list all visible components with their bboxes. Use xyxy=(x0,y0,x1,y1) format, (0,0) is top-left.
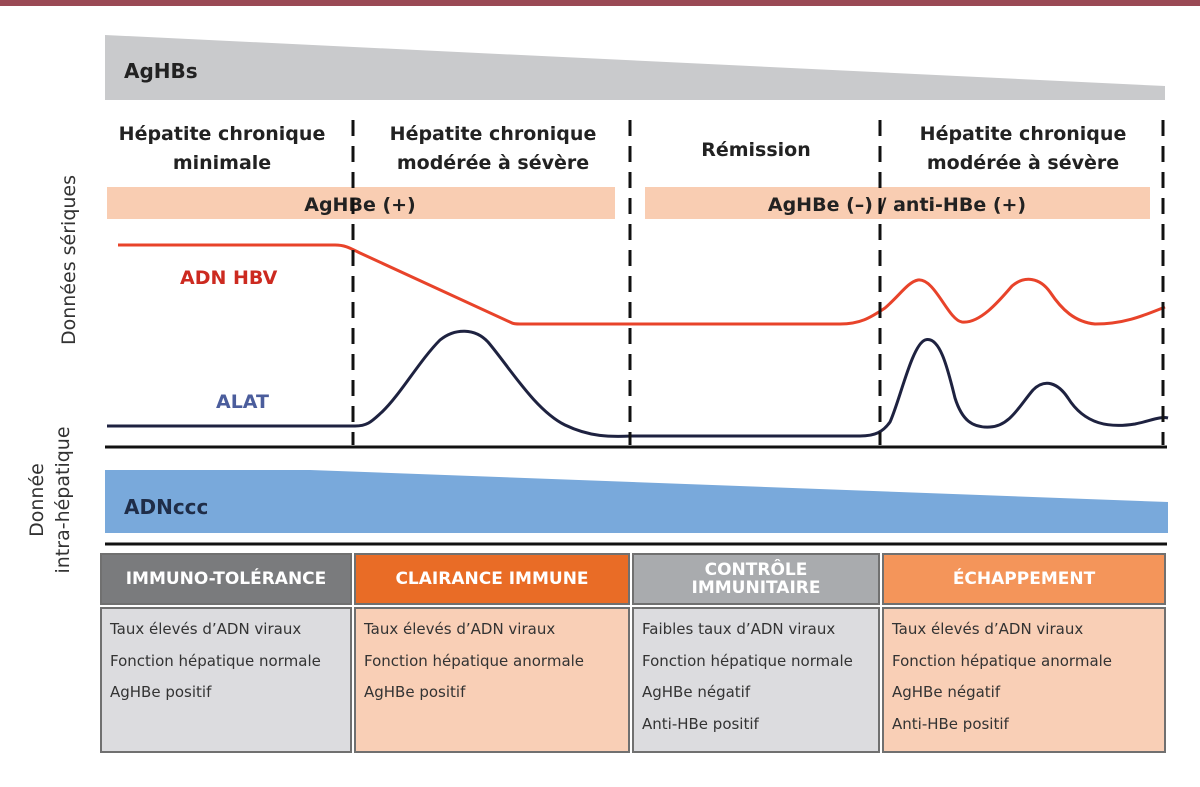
phase-controle-immunitaire: CONTRÔLE IMMUNITAIRE Faibles taux d’ADN … xyxy=(632,553,880,753)
phase-line: Taux élevés d’ADN viraux xyxy=(892,620,1084,638)
phase-line: Fonction hépatique anormale xyxy=(892,651,1113,670)
phase-controle-immunitaire-body: Faibles taux d’ADN viraux Fonction hépat… xyxy=(632,607,880,753)
period-3-title: Rémission xyxy=(701,139,811,161)
phase-controle-immunitaire-title-line1: CONTRÔLE xyxy=(704,560,808,580)
phase-line: Fonction hépatique normale xyxy=(110,651,321,670)
adnccc-band xyxy=(105,470,1168,533)
phase-line: Taux élevés d’ADN viraux xyxy=(364,620,556,638)
phase-clairance-immune-header: CLAIRANCE IMMUNE xyxy=(354,553,630,605)
liver-axis-label-line2: intra-hépatique xyxy=(52,426,74,573)
phase-line: Anti-HBe positif xyxy=(642,714,759,733)
phase-echappement-body: Taux élevés d’ADN viraux Fonction hépati… xyxy=(882,607,1166,753)
phase-clairance-immune-title: CLAIRANCE IMMUNE xyxy=(395,569,589,589)
phase-controle-immunitaire-title-line2: IMMUNITAIRE xyxy=(691,578,821,598)
phase-line: AgHBe négatif xyxy=(642,683,751,701)
top-accent-bar xyxy=(0,0,1200,6)
alat-curve xyxy=(107,329,1169,438)
period-2-title-line2: modérée à sévère xyxy=(397,152,589,174)
hbv-curve xyxy=(118,243,1166,326)
aghbe-positive-band xyxy=(107,187,615,219)
phase-line: AgHBe négatif xyxy=(892,683,1001,701)
phase-echappement-header: ÉCHAPPEMENT xyxy=(882,553,1166,605)
period-2-title-line1: Hépatite chronique xyxy=(390,123,597,145)
hbv-label: ADN HBV xyxy=(180,267,278,289)
aghbs-band xyxy=(105,35,1165,100)
aghbe-negative-label: AgHBe (–) / anti-HBe (+) xyxy=(768,194,1026,216)
phase-immuno-tolerance-title: IMMUNO-TOLÉRANCE xyxy=(125,569,327,589)
aghbe-positive-label: AgHBe (+) xyxy=(304,194,415,216)
liver-axis-label-line1: Donnée xyxy=(26,463,48,537)
adnccc-label: ADNccc xyxy=(124,495,208,519)
phase-line: AgHBe positif xyxy=(110,683,212,701)
aghbs-label: AgHBs xyxy=(124,59,198,83)
period-1-title-line2: minimale xyxy=(173,152,271,174)
phase-line: AgHBe positif xyxy=(364,683,466,701)
phase-line: Faibles taux d’ADN viraux xyxy=(642,620,836,638)
phase-immuno-tolerance-body: Taux élevés d’ADN viraux Fonction hépati… xyxy=(100,607,352,753)
period-4-title-line1: Hépatite chronique xyxy=(920,123,1127,145)
period-4-title-line2: modérée à sévère xyxy=(927,152,1119,174)
period-1-title-line1: Hépatite chronique xyxy=(119,123,326,145)
phase-echappement: ÉCHAPPEMENT Taux élevés d’ADN viraux Fon… xyxy=(882,553,1166,753)
aghbe-negative-band xyxy=(645,187,1150,219)
phase-line: Anti-HBe positif xyxy=(892,714,1009,733)
phase-immuno-tolerance-header: IMMUNO-TOLÉRANCE xyxy=(100,553,352,605)
phase-line: Fonction hépatique normale xyxy=(642,651,853,670)
phase-line: Fonction hépatique anormale xyxy=(364,651,585,670)
phase-clairance-immune-body: Taux élevés d’ADN viraux Fonction hépati… xyxy=(354,607,630,753)
alat-label: ALAT xyxy=(216,391,269,413)
phase-clairance-immune: CLAIRANCE IMMUNE Taux élevés d’ADN virau… xyxy=(354,553,630,753)
phase-echappement-title: ÉCHAPPEMENT xyxy=(952,569,1096,589)
phase-immuno-tolerance: IMMUNO-TOLÉRANCE Taux élevés d’ADN virau… xyxy=(100,553,352,753)
serum-axis-label: Données sériques xyxy=(58,175,80,345)
phase-controle-immunitaire-header: CONTRÔLE IMMUNITAIRE xyxy=(632,553,880,605)
phase-line: Taux élevés d’ADN viraux xyxy=(110,620,302,638)
